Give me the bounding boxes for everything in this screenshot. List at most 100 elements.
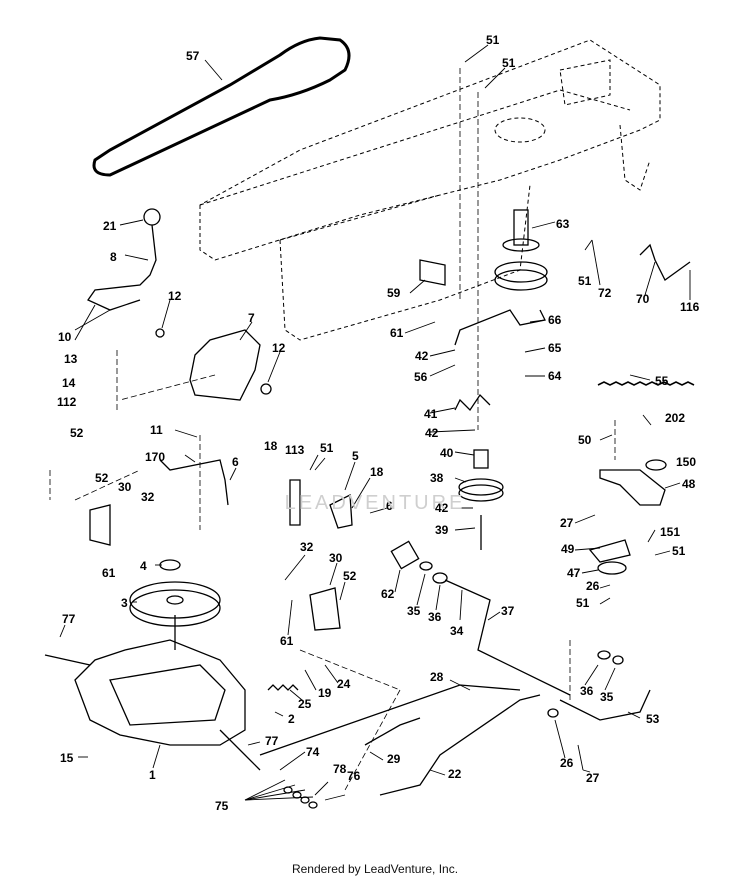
callout-label: 6 [232,455,239,469]
callout-label: 40 [440,446,454,460]
callout-label: 8 [110,250,117,264]
callout-label: 78 [333,762,347,776]
callout-label: 202 [665,411,685,425]
callout-label: 21 [103,219,117,233]
callout-label: 38 [430,471,444,485]
callout-label: 42 [435,501,449,515]
transmission [44,615,261,771]
callout-label: 50 [578,433,592,447]
callout-label: 26 [586,579,600,593]
shift-lever [87,224,157,311]
shift-bracket [189,329,261,401]
callout-label: 35 [407,604,421,618]
callout-label: 5 [352,449,359,463]
callout-label: 13 [64,352,78,366]
callout-label: 62 [381,587,395,601]
callout-label: 32 [300,540,314,554]
idler-arm [454,309,546,346]
callout-label: 22 [448,767,462,781]
callout-label: 41 [424,407,438,421]
callout-label: 150 [676,455,696,469]
callout-label: 28 [430,670,444,684]
callout-label: 61 [280,634,294,648]
callout-label: 76 [347,769,361,783]
callout-label: 37 [501,604,515,618]
callout-label: 27 [560,516,574,530]
callout-label: 170 [145,450,165,464]
callout-label: 77 [62,612,76,626]
callout-label: 42 [415,349,429,363]
callout-label: 51 [320,441,334,455]
callout-label: 51 [502,56,516,70]
drive-rod [379,694,541,796]
callout-label: 10 [58,330,72,344]
callout-label: 52 [343,569,357,583]
callout-label: 27 [586,771,600,785]
callout-label: 39 [435,523,449,537]
callout-label: 51 [486,33,500,47]
callout-label: 51 [672,544,686,558]
callout-label: 30 [329,551,343,565]
chassis-frame [199,39,661,341]
brake-rod [259,684,521,756]
callout-label: 59 [387,286,401,300]
upper-pulley [494,209,548,291]
callout-label: 25 [298,697,312,711]
callout-label: 48 [682,477,696,491]
callout-label: 30 [118,480,132,494]
drive-belt [92,36,351,177]
callout-label: 116 [680,300,700,314]
callout-label: 61 [102,566,116,580]
callout-label: 1 [149,768,156,782]
bushing [390,540,420,570]
callout-label: 36 [580,684,594,698]
shift-knob [143,208,161,226]
callout-label: 51 [576,596,590,610]
callout-label: 52 [95,471,109,485]
callout-label: 112 [57,395,77,409]
callout-label: 51 [578,274,592,288]
callout-label: 2 [288,712,295,726]
callout-label: 47 [567,566,581,580]
callout-label: 66 [548,313,562,327]
callout-label: 56 [414,370,428,384]
callout-label: 29 [387,752,401,766]
callout-label: 55 [655,374,669,388]
callout-label: 65 [548,341,562,355]
callout-label: 113 [285,443,305,457]
callout-label: 75 [215,799,229,813]
callout-label: 18 [370,465,384,479]
callout-label: 3 [121,596,128,610]
callout-label: 35 [600,690,614,704]
callout-label: 57 [186,49,200,63]
callout-label: 52 [70,426,84,440]
callout-label: 36 [428,610,442,624]
callout-label: 49 [561,542,575,556]
callout-label: 34 [450,624,464,638]
callout-labels: 57 51 51 21 8 12 7 12 10 13 14 112 63 72… [57,33,700,813]
watermark: LEADVENTURE [284,492,466,514]
callout-label: 32 [141,490,155,504]
tension-spring [597,381,695,386]
callout-label: 77 [265,734,279,748]
callout-label: 18 [264,439,278,453]
callout-label: 24 [337,677,351,691]
callout-label: 7 [248,311,255,325]
callout-label: 12 [272,341,286,355]
right-bracket [599,469,666,506]
callout-label: 11 [150,423,163,437]
callout-label: 151 [660,525,680,539]
callout-label: 74 [306,745,320,759]
callout-label: 63 [556,217,570,231]
callout-label: 70 [636,292,650,306]
callout-label: 64 [548,369,562,383]
callout-label: 26 [560,756,574,770]
callout-label: 72 [598,286,612,300]
callout-label: 19 [318,686,332,700]
callout-label: 15 [60,751,74,765]
callout-label: 53 [646,712,660,726]
pedal-shaft [444,579,571,696]
callout-label: 6 [386,499,393,513]
callout-label: 4 [140,559,147,573]
